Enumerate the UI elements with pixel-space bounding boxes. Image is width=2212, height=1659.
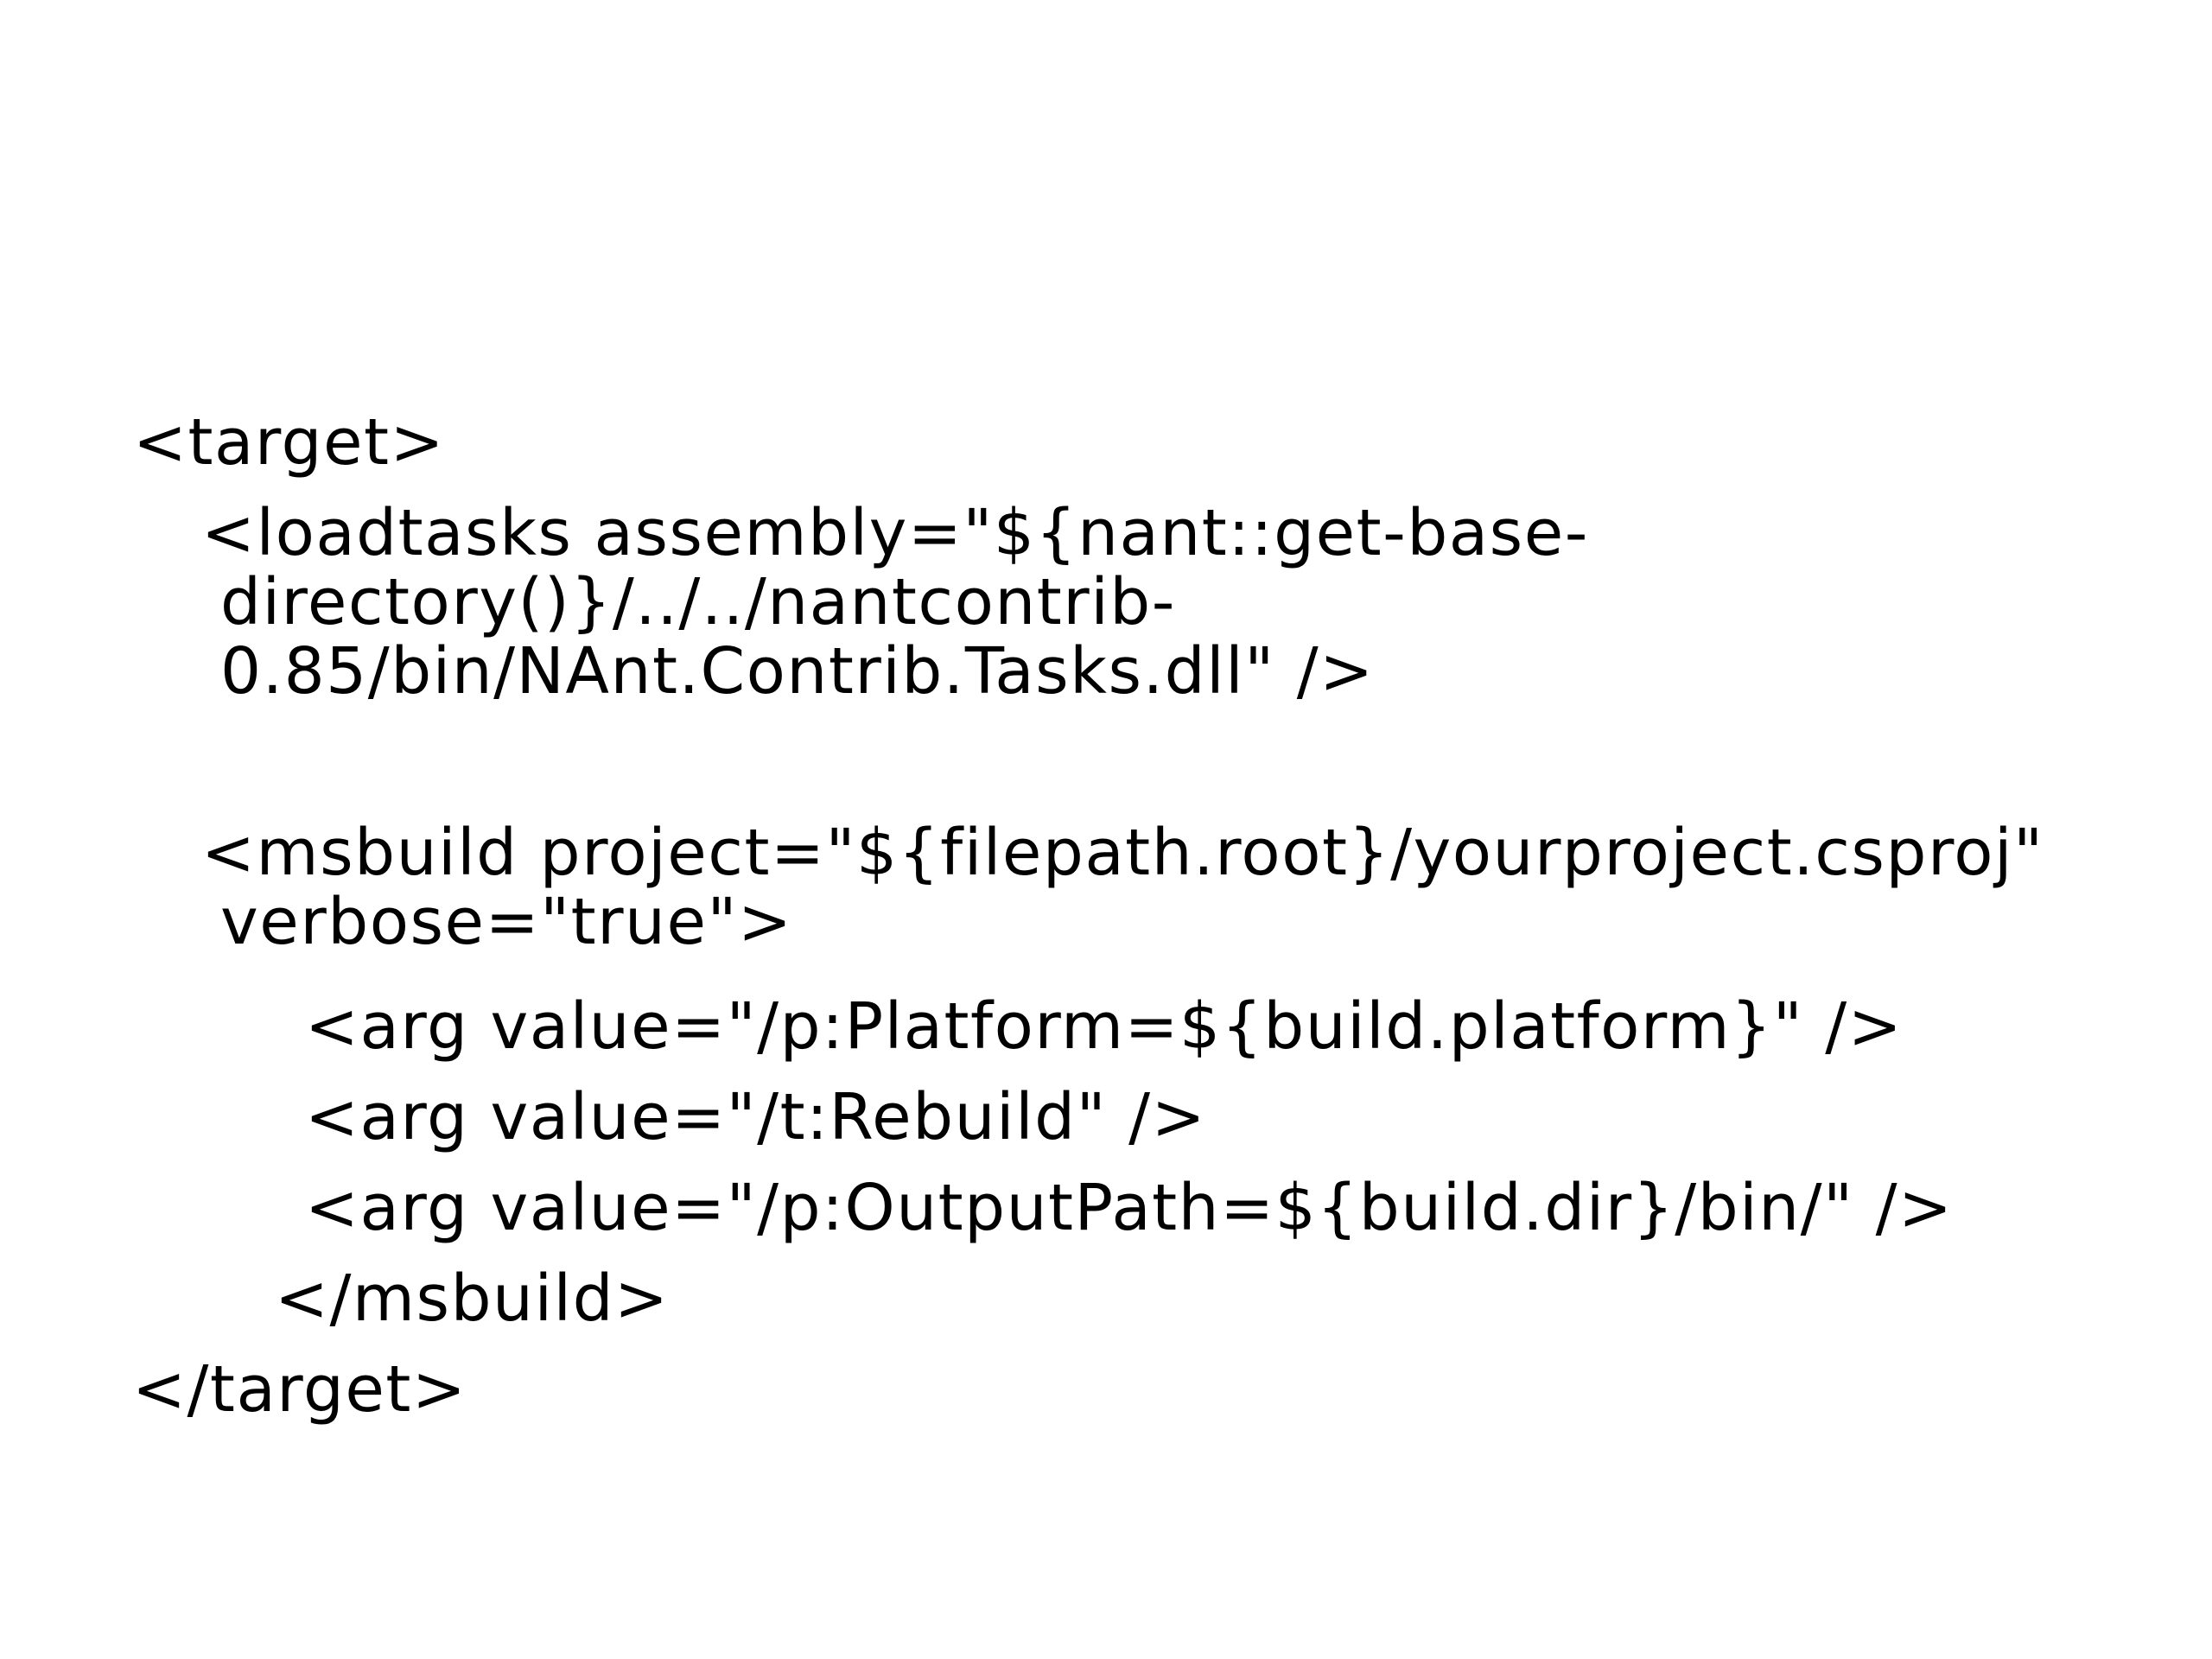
code-line: directory()}/../../nantcontrib- (220, 565, 1176, 639)
code-line: </target> (132, 1352, 467, 1427)
code-paragraph-loadtasks: <loadtasks assembly="${nant::get-base- d… (0, 499, 2212, 706)
code-paragraph-target-open: <target> (0, 408, 2212, 477)
code-paragraph-msbuild-close: </msbuild> (0, 1264, 2212, 1333)
code-line: <arg value="/p:Platform=${build.platform… (305, 989, 1904, 1064)
code-line: <arg value="/t:Rebuild" /> (305, 1080, 1207, 1154)
code-paragraph-blank (0, 728, 2212, 797)
code-line: verbose="true"> (220, 885, 793, 959)
code-line: 0.85/bin/NAnt.Contrib.Tasks.dll" /> (220, 634, 1375, 709)
code-paragraph-msbuild-open: <msbuild project="${filepath.root}/yourp… (0, 818, 2212, 957)
code-block: <target> <loadtasks assembly="${nant::ge… (0, 408, 2212, 1446)
code-paragraph-arg-outputpath: <arg value="/p:OutputPath=${build.dir}/b… (0, 1173, 2212, 1243)
code-line: <target> (133, 405, 446, 480)
code-line: </msbuild> (275, 1262, 670, 1336)
code-paragraph-target-close: </target> (0, 1355, 2212, 1424)
code-line: <msbuild project="${filepath.root}/yourp… (201, 816, 2044, 890)
code-line: <loadtasks assembly="${nant::get-base- (201, 496, 1589, 570)
code-line: <arg value="/p:OutputPath=${build.dir}/b… (305, 1171, 1954, 1245)
code-paragraph-arg-rebuild: <arg value="/t:Rebuild" /> (0, 1083, 2212, 1152)
code-paragraph-arg-platform: <arg value="/p:Platform=${build.platform… (0, 978, 2212, 1061)
code-line-blank (0, 728, 2212, 797)
